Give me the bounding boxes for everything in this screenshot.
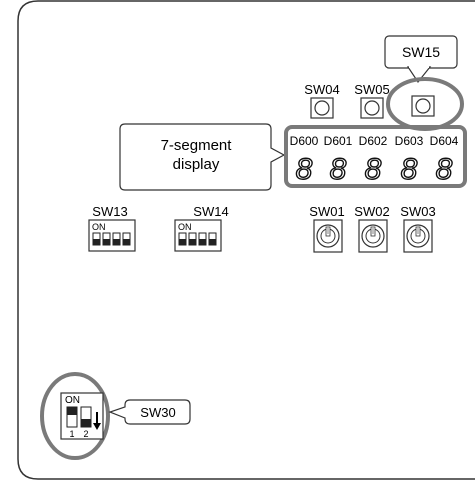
dip-on-label-sw14: ON — [178, 222, 192, 232]
digit-label-d603: D603 — [395, 134, 424, 148]
seven-segment-highlight-box — [284, 125, 467, 188]
rotary-label-sw01: SW01 — [309, 204, 344, 219]
pushbutton-sw05 — [360, 97, 384, 119]
down-arrow-icon — [93, 412, 101, 430]
pushbutton-label-sw05: SW05 — [354, 82, 389, 97]
sw30-highlight-ring — [40, 372, 110, 460]
digit-label-d604: D604 — [430, 134, 459, 148]
rotary-switch-sw02 — [358, 219, 388, 253]
rotary-label-sw03: SW03 — [400, 204, 435, 219]
digit-label-d601: D601 — [324, 134, 353, 148]
digit-d600: 8 — [296, 153, 313, 186]
digit-d603: 8 — [401, 153, 418, 186]
rotary-label-sw02: SW02 — [354, 204, 389, 219]
dip-toggles-sw14 — [178, 232, 217, 246]
seven-segment-callout-box — [119, 123, 286, 191]
sw15-callout-label: SW15 — [402, 44, 440, 60]
digit-d604: 8 — [436, 153, 453, 186]
dip-switch-sw13: ON — [88, 219, 136, 252]
pushbutton-sw15 — [411, 95, 435, 117]
pushbutton-label-sw04: SW04 — [304, 82, 339, 97]
dip-toggles-sw13 — [92, 232, 131, 246]
dip-on-label-sw13: ON — [92, 222, 106, 232]
dip-label-sw13: SW13 — [92, 204, 127, 219]
rotary-switch-sw01 — [313, 219, 343, 253]
board-outline — [17, 0, 475, 480]
sw30-on-label: ON — [65, 395, 80, 406]
seven-segment-callout-line1: 7-segment — [161, 137, 233, 154]
digit-label-d600: D600 — [290, 134, 319, 148]
seven-segment-callout-line2: display — [173, 156, 220, 173]
dip-label-sw14: SW14 — [193, 204, 228, 219]
sw30-callout-label: SW30 — [140, 405, 175, 420]
digit-d601: 8 — [330, 153, 347, 186]
rotary-switch-sw03 — [403, 219, 433, 253]
dip-switch-sw14: ON — [174, 219, 222, 252]
sw30-callout-box — [108, 399, 191, 425]
digit-label-d602: D602 — [359, 134, 388, 148]
sw30-position-1: 1 — [69, 429, 74, 439]
digit-d602: 8 — [365, 153, 382, 186]
sw30-position-2: 2 — [83, 429, 88, 439]
pushbutton-sw04 — [310, 97, 334, 119]
